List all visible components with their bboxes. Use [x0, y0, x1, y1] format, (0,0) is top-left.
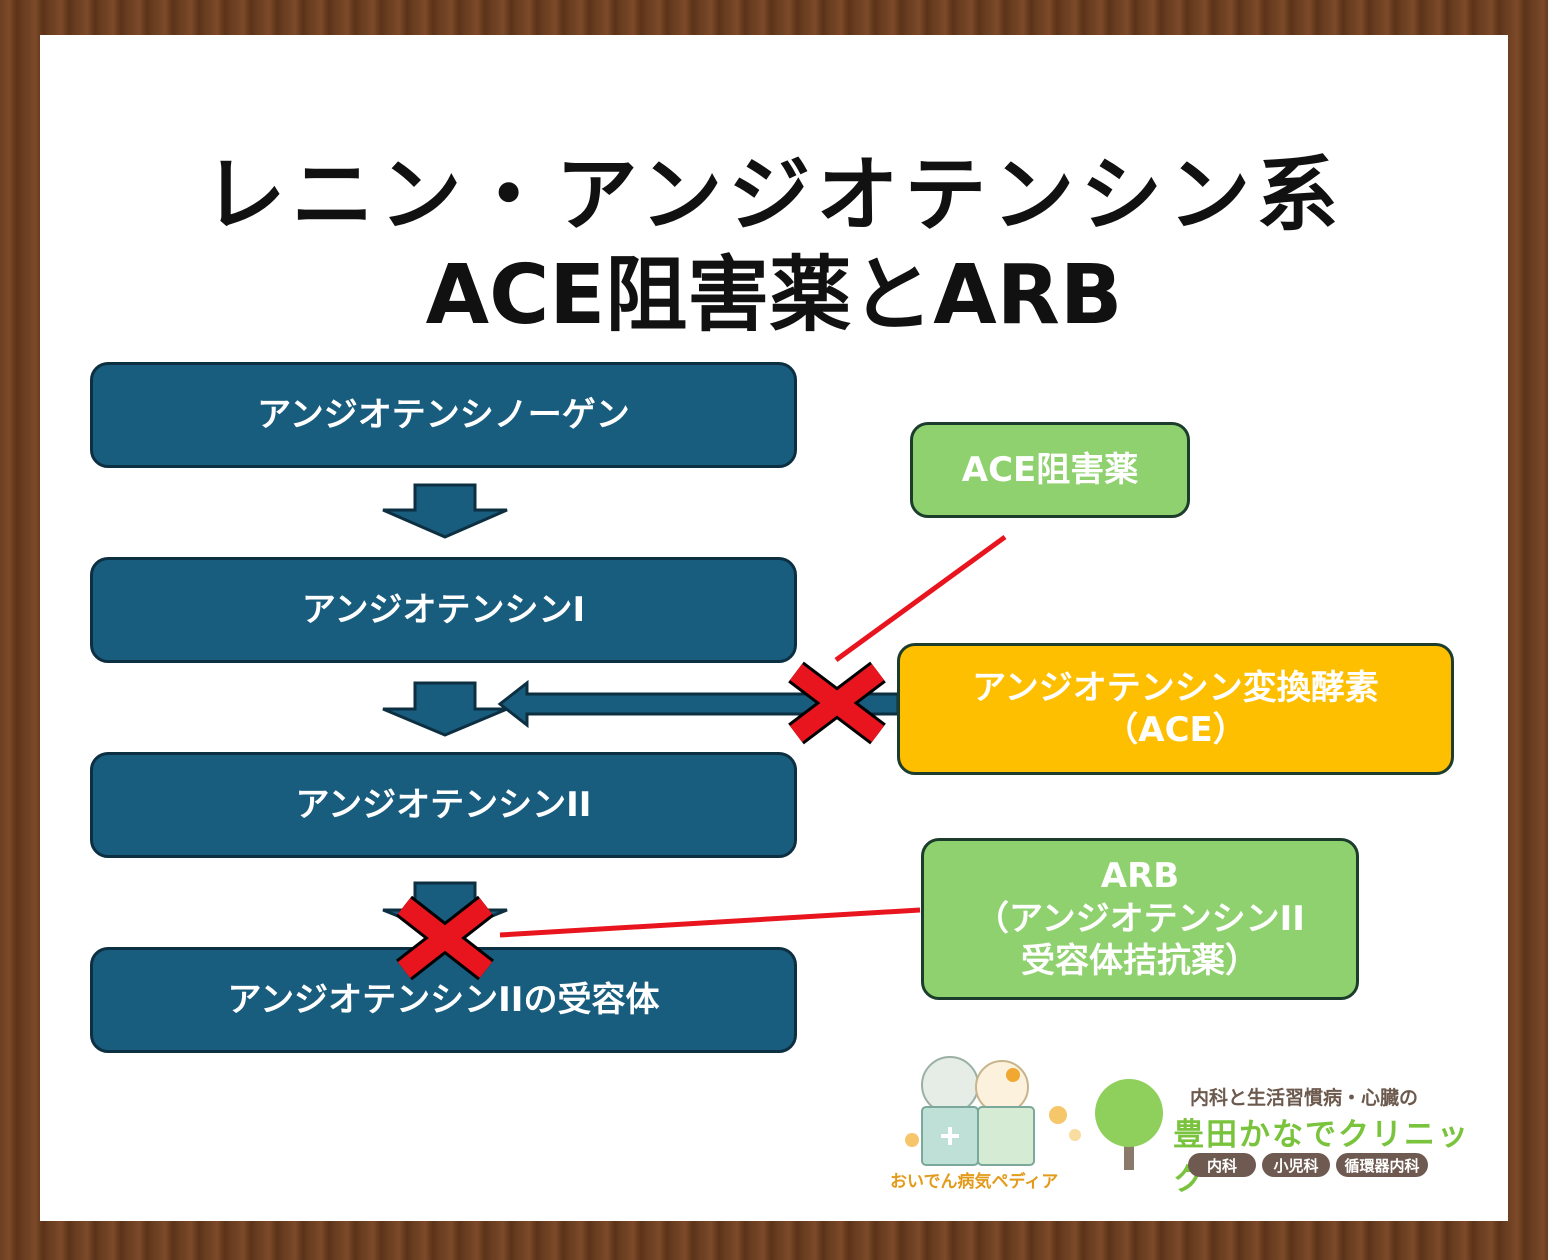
mascot-icon — [905, 1056, 1081, 1166]
receptor-label: アンジオテンシンIIの受容体 — [227, 979, 660, 1020]
clinic-name: 豊田かなでクリニック — [1173, 1117, 1470, 1198]
arb-fullname-line2: 受容体拮抗薬） — [1021, 941, 1259, 982]
title-line-2: ACE阻害薬とARB — [425, 248, 1123, 343]
tag-cardiology: 循環器内科 — [1336, 1153, 1428, 1177]
clinic-subtitle: 内科と生活習慣病・心臓の — [1190, 1087, 1419, 1109]
angiotensin2-label: アンジオテンシンII — [295, 784, 592, 825]
ace-enzyme-label: アンジオテンシン変換酵素 — [972, 667, 1379, 708]
flow-arrow-2 — [382, 681, 508, 737]
ace-inhibitor-label: ACE阻害薬 — [961, 449, 1139, 490]
angiotensin1-box: アンジオテンシンI — [90, 557, 797, 663]
arb-fullname-line1: （アンジオテンシンII — [975, 898, 1305, 939]
clinic-logo: おいでん病気ペディア 内科と生活習慣病・心臓の 豊田かなでクリニック 内科 小児… — [890, 1045, 1490, 1198]
flow-arrow-1 — [382, 483, 508, 539]
tree-icon — [1095, 1079, 1163, 1170]
tag-pediatrics: 小児科 — [1262, 1153, 1330, 1177]
arb-block-line — [499, 907, 921, 938]
ace-inhibitor-block-line — [834, 534, 1007, 663]
ace-inhibitor-box: ACE阻害薬 — [910, 422, 1190, 518]
ace-enzyme-box: アンジオテンシン変換酵素 （ACE） — [897, 643, 1454, 775]
angiotensin2-receptor-box: アンジオテンシンIIの受容体 — [90, 947, 797, 1053]
angiotensinogen-label: アンジオテンシノーゲン — [257, 394, 630, 435]
angiotensin2-box: アンジオテンシンII — [90, 752, 797, 858]
mascot-caption: おいでん病気ペディア — [890, 1172, 1059, 1192]
arb-label: ARB — [1100, 856, 1180, 897]
ace-abbr-label: （ACE） — [1104, 710, 1247, 750]
title-line-1: レニン・アンジオテンシン系 — [203, 148, 1345, 243]
angiotensin1-label: アンジオテンシンI — [301, 589, 586, 630]
arb-box: ARB （アンジオテンシンII 受容体拮抗薬） — [921, 838, 1359, 1000]
receptor-block-cross-icon — [396, 895, 494, 981]
angiotensinogen-box: アンジオテンシノーゲン — [90, 362, 797, 468]
ace-block-cross-icon — [788, 661, 886, 745]
tag-internal-medicine: 内科 — [1188, 1153, 1256, 1177]
